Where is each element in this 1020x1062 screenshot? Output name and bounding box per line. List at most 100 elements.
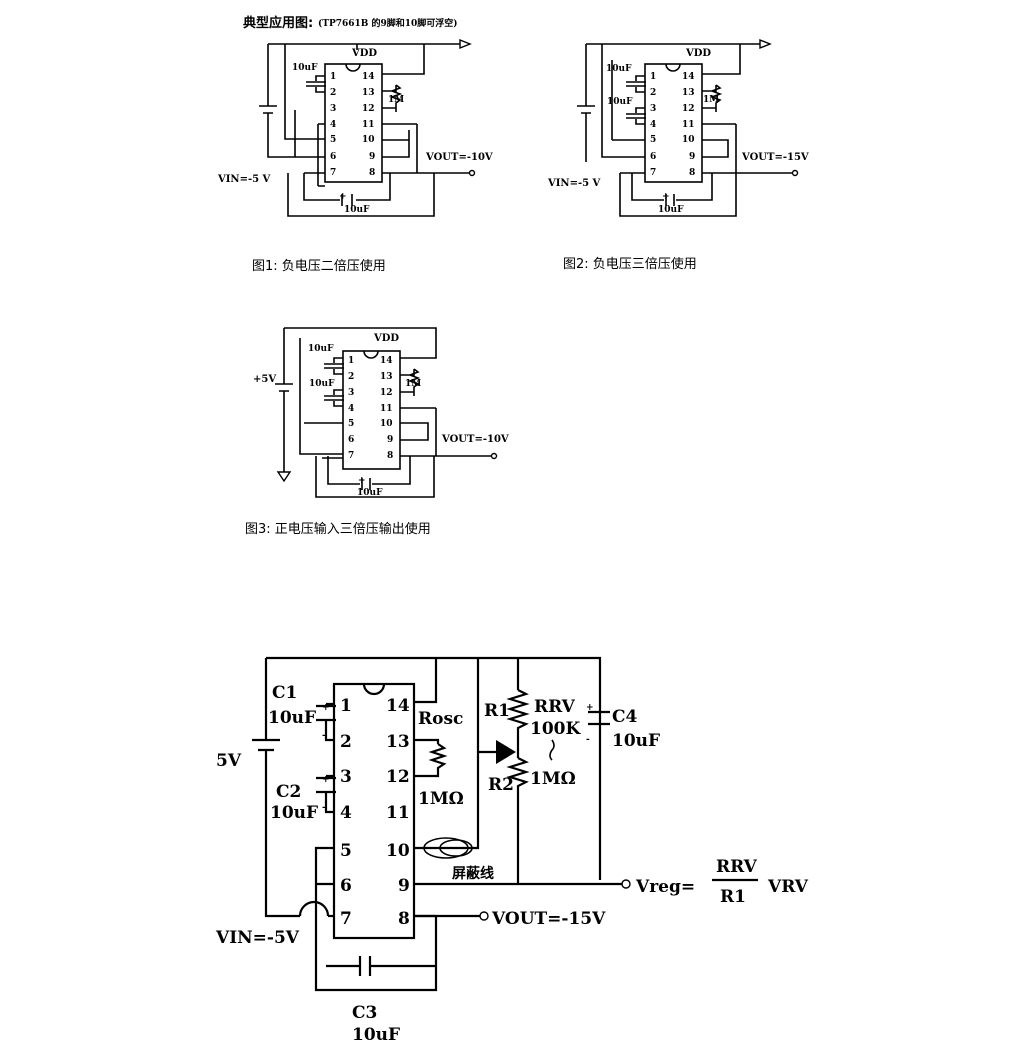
figure-3: +5V VDD 1 2 3 4 5 6 7 14 13 12 11 10 9 8… bbox=[245, 327, 509, 537]
pin-labels-right: 14 13 12 11 10 9 8 bbox=[386, 696, 410, 929]
header-note: (TP7661B 的9脚和10脚可浮空) bbox=[318, 17, 458, 29]
svg-text:9: 9 bbox=[369, 152, 375, 162]
svg-text:-: - bbox=[586, 735, 590, 745]
output-terminal bbox=[468, 169, 476, 177]
svg-text:11: 11 bbox=[386, 803, 410, 823]
svg-text:6: 6 bbox=[650, 152, 656, 162]
svg-text:-: - bbox=[322, 731, 326, 741]
vreg-terminal bbox=[621, 879, 631, 889]
cap-bottom-label: 10uF bbox=[658, 205, 684, 215]
svg-text:7: 7 bbox=[650, 168, 656, 178]
svg-text:1: 1 bbox=[650, 72, 656, 82]
svg-text:5: 5 bbox=[340, 841, 352, 861]
svg-text:4: 4 bbox=[650, 120, 656, 130]
svg-text:6: 6 bbox=[340, 876, 352, 896]
svg-text:9: 9 bbox=[398, 876, 410, 896]
svg-text:14: 14 bbox=[386, 696, 410, 716]
ic-chip bbox=[644, 63, 703, 183]
figure-caption: 图1: 负电压二倍压使用 bbox=[252, 258, 386, 274]
svg-text:3: 3 bbox=[650, 104, 656, 114]
svg-text:7: 7 bbox=[348, 451, 354, 461]
svg-text:+: + bbox=[322, 703, 330, 713]
svg-text:8: 8 bbox=[398, 909, 410, 929]
svg-text:8: 8 bbox=[369, 168, 375, 178]
resistor-label: 1M bbox=[405, 379, 421, 389]
svg-text:9: 9 bbox=[387, 435, 393, 445]
r2-value: 1MΩ bbox=[530, 769, 576, 789]
pin-labels-left: 1 2 3 4 5 6 7 bbox=[348, 356, 354, 461]
cap-b-label: 10uF bbox=[309, 379, 335, 389]
svg-text:3: 3 bbox=[348, 388, 354, 398]
cap-b-label: 10uF bbox=[607, 97, 633, 107]
ic-chip bbox=[342, 350, 401, 470]
svg-text:6: 6 bbox=[348, 435, 354, 445]
shield-icon bbox=[423, 837, 469, 859]
svg-text:8: 8 bbox=[387, 451, 393, 461]
svg-text:12: 12 bbox=[380, 388, 393, 398]
figure-2: VDD 1 2 3 4 5 6 7 14 13 12 11 10 9 8 10u… bbox=[547, 38, 809, 272]
vreg-denominator: R1 bbox=[720, 887, 746, 907]
pin-labels-left: 1 2 3 4 5 6 7 bbox=[340, 696, 352, 929]
pin-labels-left: 1 2 3 4 5 6 7 bbox=[650, 72, 656, 178]
vdd-label: VDD bbox=[373, 333, 399, 344]
ic-chip bbox=[324, 63, 383, 183]
output-terminal bbox=[490, 452, 498, 460]
svg-text:3: 3 bbox=[340, 767, 352, 787]
resistor-label: 1M bbox=[388, 95, 404, 105]
rrv-value: 100K bbox=[530, 719, 581, 739]
svg-text:+: + bbox=[662, 192, 670, 202]
tilde-icon bbox=[549, 739, 555, 761]
svg-text:1: 1 bbox=[348, 356, 354, 366]
svg-text:7: 7 bbox=[340, 909, 352, 929]
pin-labels-right: 14 13 12 11 10 9 8 bbox=[682, 72, 695, 178]
svg-text:11: 11 bbox=[682, 120, 695, 130]
svg-text:11: 11 bbox=[380, 404, 393, 414]
supply-label: 5V bbox=[216, 751, 242, 771]
arrow-icon bbox=[459, 38, 472, 50]
vout-label: VOUT=-15V bbox=[741, 152, 809, 163]
ground-icon bbox=[276, 471, 292, 483]
figure-4: 5V 1 2 3 4 5 6 7 14 13 12 11 10 9 8 + - … bbox=[215, 656, 809, 1045]
pin-labels-right: 14 13 12 11 10 9 8 bbox=[362, 72, 375, 178]
cap-label: 10uF bbox=[292, 63, 318, 73]
svg-text:7: 7 bbox=[330, 168, 336, 178]
c1-label: C1 bbox=[272, 683, 297, 703]
svg-text:+: + bbox=[322, 775, 330, 785]
vin-label: VIN=-5 V bbox=[217, 174, 271, 185]
svg-text:8: 8 bbox=[689, 168, 695, 178]
vout-terminal bbox=[479, 911, 489, 921]
svg-text:14: 14 bbox=[380, 356, 393, 366]
cap-a-label: 10uF bbox=[606, 64, 632, 74]
svg-text:+: + bbox=[358, 476, 366, 486]
c3-capacitor-icon bbox=[358, 956, 372, 976]
figure-1: VDD 1 2 3 4 5 6 7 14 13 12 11 10 9 8 10u… bbox=[217, 38, 493, 274]
svg-text:4: 4 bbox=[330, 120, 336, 130]
vout-label: VOUT=-10V bbox=[441, 434, 509, 445]
svg-text:2: 2 bbox=[330, 88, 336, 98]
svg-text:10: 10 bbox=[362, 135, 375, 145]
arrow-icon bbox=[759, 38, 772, 50]
svg-text:12: 12 bbox=[362, 104, 375, 114]
svg-text:1: 1 bbox=[340, 696, 352, 716]
svg-text:10: 10 bbox=[386, 841, 410, 861]
vreg-lhs: Vreg= bbox=[635, 877, 695, 897]
c1-value: 10uF bbox=[268, 708, 316, 728]
r2-label: R2 bbox=[488, 775, 514, 795]
svg-text:13: 13 bbox=[380, 372, 393, 382]
figure-caption: 图3: 正电压输入三倍压输出使用 bbox=[245, 521, 431, 537]
svg-text:12: 12 bbox=[386, 767, 410, 787]
c4-value: 10uF bbox=[612, 731, 660, 751]
svg-text:+: + bbox=[586, 703, 594, 713]
shield-label: 屏蔽线 bbox=[452, 865, 494, 882]
pin-labels-left: 1 2 3 4 5 6 7 bbox=[330, 72, 336, 178]
c2-label: C2 bbox=[276, 782, 301, 802]
figure-caption: 图2: 负电压三倍压使用 bbox=[563, 256, 697, 272]
svg-text:14: 14 bbox=[682, 72, 695, 82]
svg-text:4: 4 bbox=[340, 803, 352, 823]
wiper-arrow-icon bbox=[496, 740, 516, 764]
svg-text:10: 10 bbox=[682, 135, 695, 145]
vdd-label: VDD bbox=[685, 48, 711, 59]
cap-a-label: 10uF bbox=[308, 344, 334, 354]
svg-text:2: 2 bbox=[348, 372, 354, 382]
rosc-label: Rosc bbox=[418, 709, 463, 729]
